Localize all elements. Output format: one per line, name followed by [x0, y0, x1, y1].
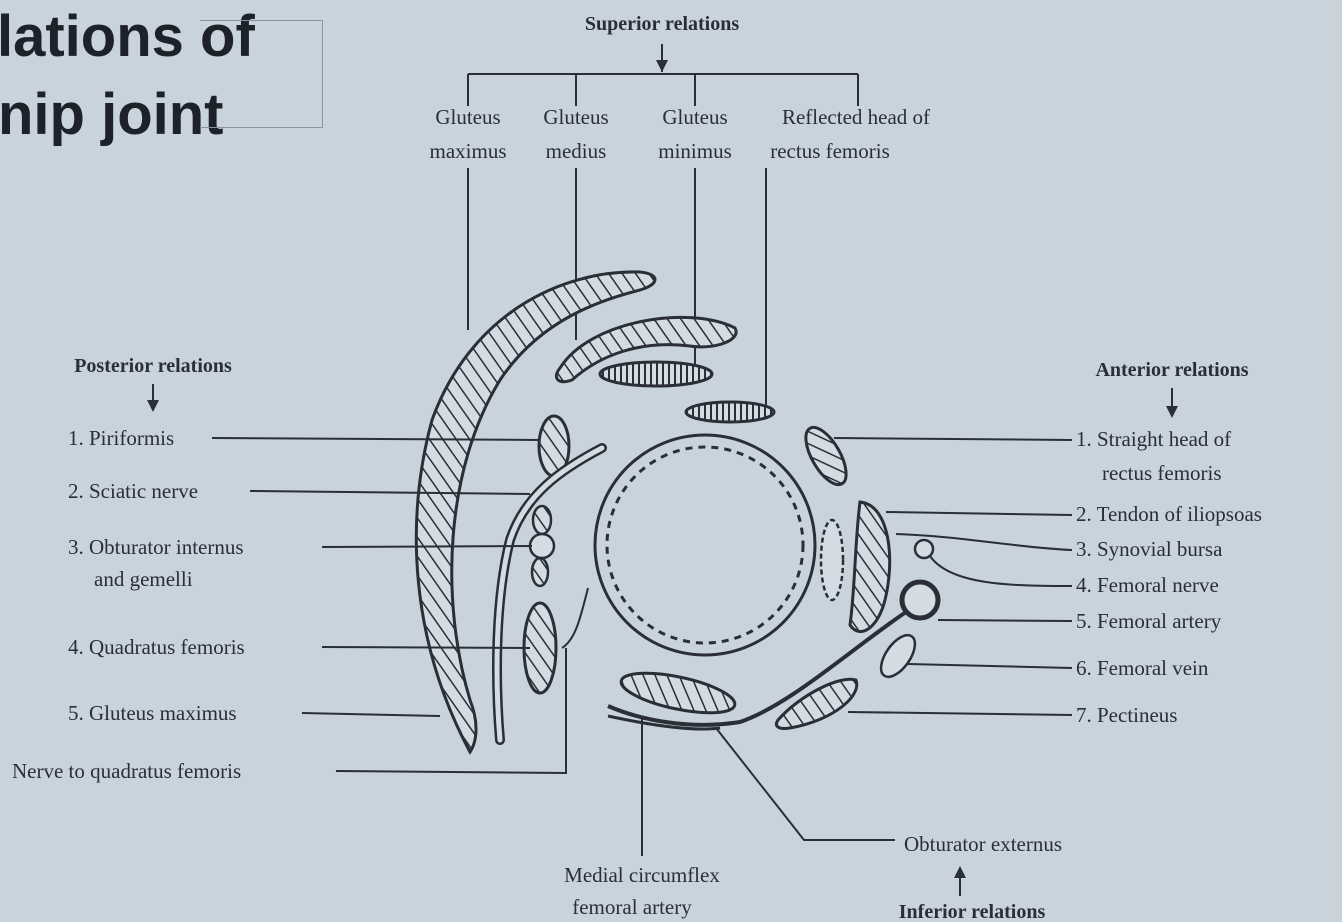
- posterior-item-1: 1. Piriformis: [68, 426, 174, 450]
- posterior-item-3-line-1: 3. Obturator internus: [68, 535, 244, 559]
- nerve-to-quadratus-shape: [562, 588, 588, 648]
- superior-bracket: [468, 44, 858, 106]
- superior-label-4-line-1: Reflected head of: [782, 105, 930, 129]
- leader-quadratus-femoris: [322, 647, 530, 648]
- straight-head-rectus-shape: [798, 421, 854, 490]
- leader-obturator-externus: [716, 728, 895, 840]
- leader-femoral-nerve: [930, 556, 1072, 586]
- gemellus-superior-shape: [533, 506, 551, 534]
- femoral-head-inner: [607, 447, 803, 643]
- anterior-item-5: 5. Femoral artery: [1076, 609, 1222, 633]
- medial-circumflex-label-line-2: femoral artery: [572, 895, 692, 919]
- inferior-arrow-icon: [954, 866, 966, 878]
- leader-gluteus-maximus-posterior: [302, 713, 440, 716]
- synovial-bursa-shape: [821, 520, 843, 600]
- leader-straight-head: [834, 438, 1072, 440]
- obturator-externus-shape: [618, 665, 738, 720]
- femoral-nerve-shape: [915, 540, 933, 558]
- superior-label-2-line-2: medius: [546, 139, 607, 163]
- leader-piriformis: [212, 438, 540, 440]
- obturator-internus-shape: [530, 534, 554, 558]
- superior-label-2-line-1: Gluteus: [543, 105, 608, 129]
- femoral-head-outer: [595, 435, 815, 655]
- femoral-vein-shape: [874, 629, 921, 682]
- superior-heading: Superior relations: [585, 13, 739, 35]
- posterior-item-2: 2. Sciatic nerve: [68, 479, 198, 503]
- leader-pectineus: [848, 712, 1072, 715]
- anterior-item-1-line-1: 1. Straight head of: [1076, 427, 1231, 451]
- reflected-head-shape: [686, 402, 774, 422]
- anterior-arrow-icon: [1166, 406, 1178, 418]
- anterior-item-2: 2. Tendon of iliopsoas: [1076, 502, 1262, 526]
- superior-label-3-line-1: Gluteus: [662, 105, 727, 129]
- posterior-item-3-line-2: and gemelli: [94, 567, 193, 591]
- anterior-heading: Anterior relations: [1095, 359, 1248, 381]
- iliopsoas-tendon-shape: [850, 502, 890, 632]
- gluteus-minimus-shape: [600, 362, 712, 386]
- leader-obturator-internus: [322, 546, 532, 547]
- posterior-item-5: 5. Gluteus maximus: [68, 701, 237, 725]
- leader-sciatic-nerve: [250, 491, 530, 494]
- anterior-item-7: 7. Pectineus: [1076, 703, 1177, 727]
- posterior-arrow-icon: [147, 400, 159, 412]
- gemellus-inferior-shape: [532, 558, 548, 586]
- pectineus-shape: [777, 679, 857, 728]
- leader-femoral-artery: [938, 620, 1072, 621]
- anterior-item-6: 6. Femoral vein: [1076, 656, 1209, 680]
- superior-label-3-line-2: minimus: [658, 139, 732, 163]
- anterior-item-3: 3. Synovial bursa: [1076, 537, 1223, 561]
- superior-label-4-line-2: rectus femoris: [770, 139, 890, 163]
- anterior-item-4: 4. Femoral nerve: [1076, 573, 1219, 597]
- inferior-heading: Inferior relations: [899, 901, 1046, 922]
- anterior-item-1-line-2: rectus femoris: [1102, 461, 1222, 485]
- superior-label-1-line-2: maximus: [430, 139, 507, 163]
- obturator-externus-label: Obturator externus: [904, 832, 1062, 856]
- femoral-artery-shape: [902, 582, 938, 618]
- leader-femoral-vein: [908, 664, 1072, 668]
- posterior-item-4: 4. Quadratus femoris: [68, 635, 245, 659]
- superior-label-1-line-1: Gluteus: [435, 105, 500, 129]
- posterior-heading: Posterior relations: [74, 355, 232, 377]
- leader-iliopsoas: [886, 512, 1072, 515]
- superior-arrow-icon: [656, 60, 668, 72]
- posterior-extra: Nerve to quadratus femoris: [12, 759, 241, 783]
- medial-circumflex-label-line-1: Medial circumflex: [564, 863, 720, 887]
